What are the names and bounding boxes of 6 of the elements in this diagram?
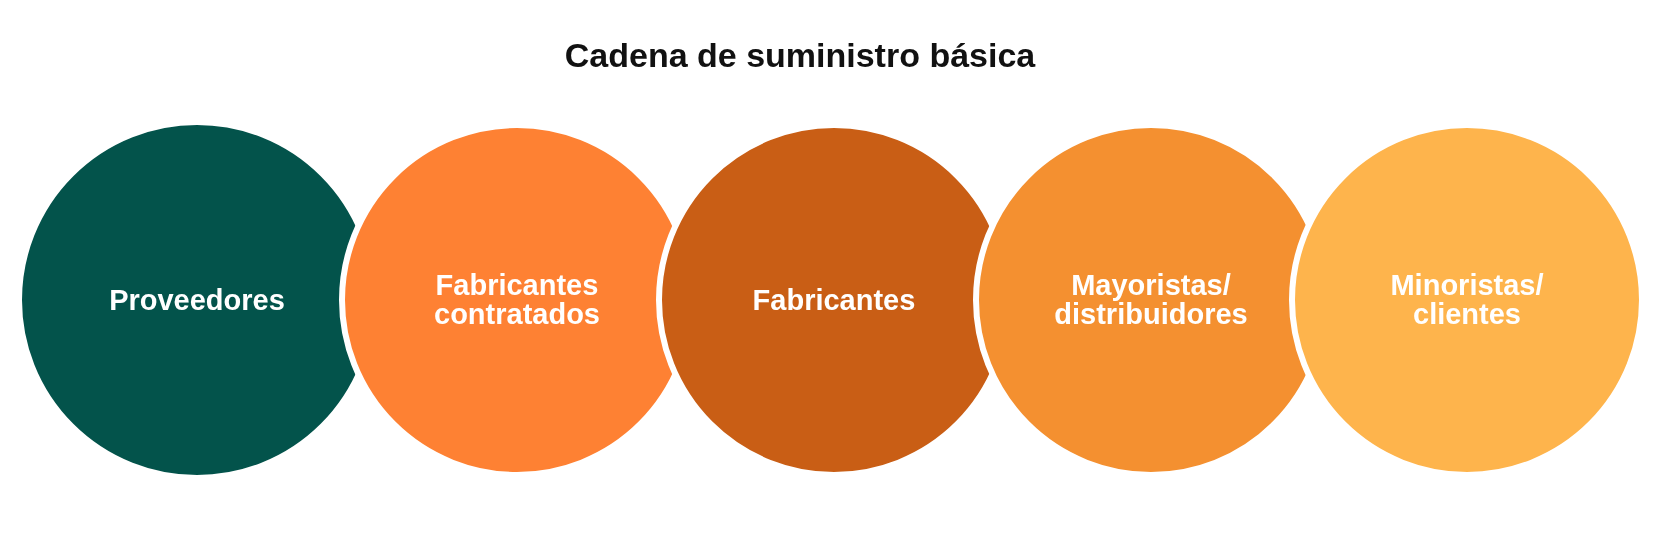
node-label: Proveedores bbox=[109, 285, 285, 315]
node-label: Fabricantes bbox=[752, 285, 916, 315]
diagram-title: Cadena de suministro básica bbox=[564, 36, 1036, 75]
node-label: Mayoristas/ distribuidores bbox=[1053, 271, 1249, 329]
node-label: Fabricantes contratados bbox=[433, 271, 601, 329]
node-label: Minoristas/ clientes bbox=[1389, 271, 1545, 329]
